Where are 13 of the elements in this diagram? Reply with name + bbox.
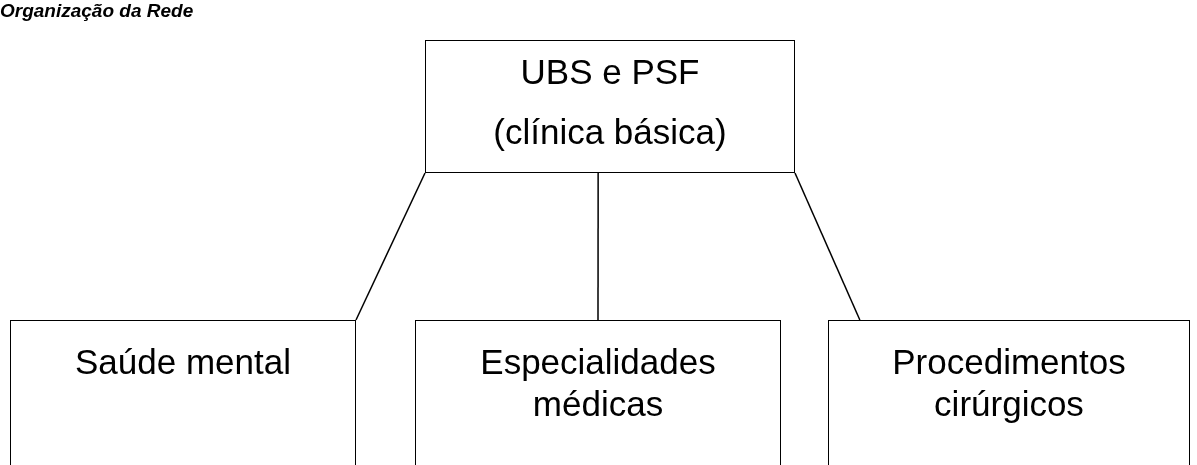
process-box	[415, 320, 781, 465]
process-box	[10, 320, 356, 465]
box-subtitle: (clínica básica)	[493, 111, 727, 153]
connector-line	[597, 172, 599, 321]
box-title: UBS e PSF	[520, 51, 700, 93]
process-box	[425, 40, 795, 173]
connector-line	[355, 172, 426, 321]
connector-line	[794, 172, 861, 321]
diagram-title: Organização da Rede	[0, 0, 194, 22]
box-title: Procedimentos cirúrgicos	[891, 341, 1127, 425]
box-title: Saúde mental	[75, 341, 291, 383]
process-box	[828, 320, 1190, 465]
box-title: Especialidades médicas	[479, 341, 717, 425]
